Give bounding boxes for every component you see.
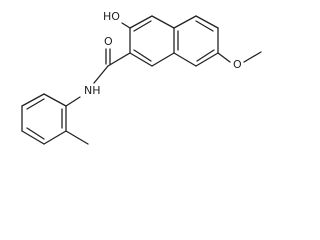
bond-ring-carbonyl [107,52,131,67]
bond-l4 [151,52,175,67]
amide-group: O NH [84,35,131,97]
hydroxyl-group: HO [103,10,131,29]
bond-r-double-2 [196,49,215,62]
amine-label: NH [84,84,101,97]
bond-r5 [173,52,197,67]
bond-o-methyl [243,51,262,63]
bond-t4 [21,130,45,145]
tolyl-ring [21,93,67,145]
bond-l-double-1 [133,20,152,32]
bond-r-double-1 [195,20,214,32]
methoxy-oxygen-label: O [233,58,242,71]
carbonyl-oxygen-label: O [104,35,113,48]
chemical-structure: HO O NH O [21,10,262,145]
bond-t-double-1 [26,98,45,110]
bond-t1 [43,93,67,107]
bond-l-double-2 [133,49,152,62]
bond-l2 [151,15,175,29]
bond-l1 [129,15,153,29]
bond-n-aryl [65,96,81,107]
bond-t-double-2 [26,127,45,140]
bond-ring-o-methoxy [217,52,231,63]
bond-c-oh [121,22,131,29]
naphthalene-left-ring [129,15,175,67]
bond-carbonyl-n [93,65,109,84]
bond-t2 [21,93,45,107]
bond-r2 [195,15,219,29]
bond-l5 [129,52,153,67]
hydroxyl-label: HO [103,10,120,23]
naphthalene-right-ring [173,15,219,67]
methoxy-group: O [217,51,262,71]
bond-tolyl-methyl [65,130,89,145]
bond-t5 [43,130,67,145]
bond-r4 [195,52,219,67]
bond-r1 [173,15,197,29]
